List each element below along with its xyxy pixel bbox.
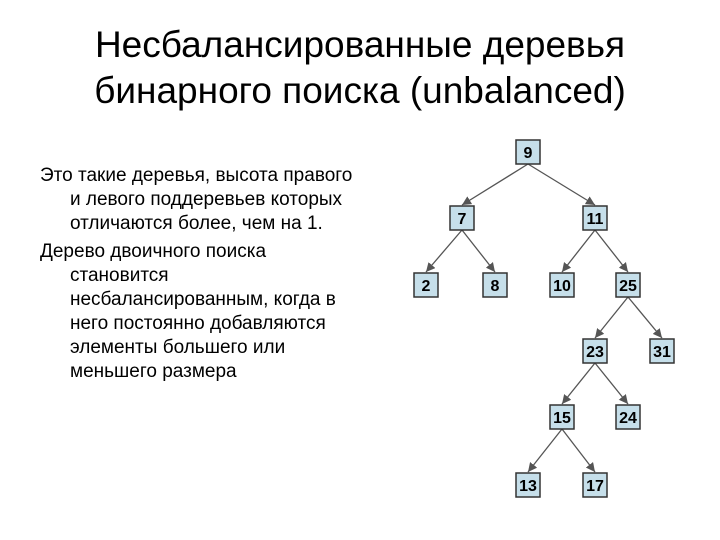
- binary-search-tree-diagram: 9 7 11 2 8 10 25 23 31 15 24 13 17: [413, 139, 675, 498]
- edge-n7-n2: [425, 229, 463, 273]
- edge-n25-n31: [627, 296, 663, 339]
- tree-node-box: [615, 272, 641, 298]
- tree-node-box: [649, 338, 675, 364]
- edge-n15-n13: [527, 428, 563, 473]
- edge-n23-n24: [594, 362, 629, 405]
- tree-node-box: [413, 272, 439, 298]
- tree-node-31: 31: [649, 338, 675, 364]
- edge-n11-n10: [561, 229, 596, 273]
- tree-node-label: 25: [619, 278, 637, 295]
- tree-node-25: 25: [615, 272, 641, 298]
- tree-node-label: 15: [553, 410, 571, 427]
- tree-node-label: 13: [519, 478, 537, 495]
- tree-node-7: 7: [449, 205, 475, 231]
- tree-node-17: 17: [582, 472, 608, 498]
- tree-node-label: 7: [458, 211, 467, 228]
- tree-node-box: [582, 472, 608, 498]
- tree-node-2: 2: [413, 272, 439, 298]
- tree-node-23: 23: [582, 338, 608, 364]
- edge-n25-n23: [594, 296, 629, 339]
- tree-node-box: [449, 205, 475, 231]
- definition-paragraph: Это такие деревья, высота правого и лево…: [40, 165, 353, 234]
- tree-node-label: 31: [653, 344, 671, 361]
- tree-nodes: 9 7 11 2 8 10 25 23 31 15 24 13 17: [413, 139, 675, 498]
- tree-node-label: 11: [587, 211, 604, 228]
- tree-node-box: [615, 404, 641, 430]
- edge-n15-n17: [561, 428, 596, 473]
- tree-node-label: 9: [524, 145, 533, 162]
- tree-node-label: 2: [422, 278, 431, 295]
- tree-node-label: 8: [491, 278, 500, 295]
- tree-node-box: [582, 205, 608, 231]
- edge-n11-n25: [594, 229, 629, 273]
- tree-node-label: 23: [586, 344, 604, 361]
- edge-n9-n7: [461, 163, 529, 206]
- explanation-paragraph: Дерево двоичного поиска становится несба…: [40, 241, 336, 382]
- tree-node-10: 10: [549, 272, 575, 298]
- tree-node-13: 13: [515, 472, 541, 498]
- tree-node-box: [515, 472, 541, 498]
- tree-node-9: 9: [515, 139, 541, 165]
- tree-node-label: 24: [619, 410, 637, 427]
- tree-node-box: [515, 139, 541, 165]
- edge-n9-n11: [527, 163, 596, 206]
- tree-edges: [425, 163, 663, 473]
- tree-node-11: 11: [582, 205, 608, 231]
- tree-node-box: [482, 272, 508, 298]
- tree-node-label: 17: [586, 478, 604, 495]
- slide-title-line1: Несбалансированные деревья: [94, 24, 626, 65]
- tree-node-label: 10: [553, 278, 571, 295]
- tree-node-box: [549, 272, 575, 298]
- tree-node-8: 8: [482, 272, 508, 298]
- tree-node-24: 24: [615, 404, 641, 430]
- edge-n7-n8: [461, 229, 496, 273]
- slide-title-line2: бинарного поиска (unbalanced): [94, 70, 626, 111]
- edge-n23-n15: [561, 362, 596, 405]
- tree-node-15: 15: [549, 404, 575, 430]
- slide-title: Несбалансированные деревья бинарного пои…: [40, 22, 680, 114]
- tree-node-box: [549, 404, 575, 430]
- tree-node-box: [582, 338, 608, 364]
- body-text: Это такие деревья, высота правого и лево…: [40, 164, 360, 388]
